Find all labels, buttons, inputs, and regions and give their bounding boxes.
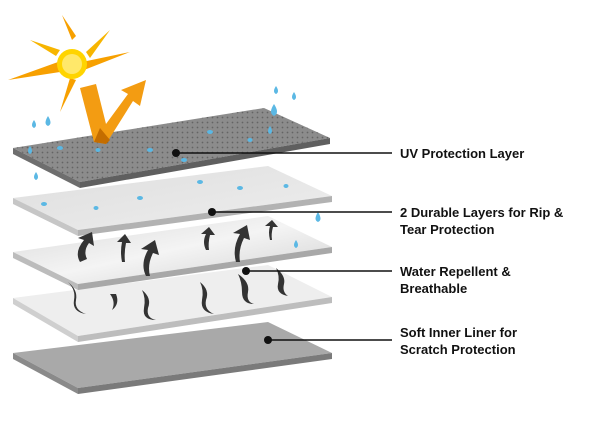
liner-label-line2: Scratch Protection — [400, 342, 516, 357]
leader-dot-water — [242, 267, 250, 275]
water-drop-icon — [137, 196, 143, 200]
water-drop-icon — [247, 138, 253, 142]
durable-label-line1: 2 Durable Layers for Rip & — [400, 205, 564, 220]
vapor-arrow-icon — [201, 227, 215, 250]
water-drop-icon — [315, 212, 321, 222]
water-drop-icon — [197, 180, 203, 184]
liner-label-line1: Soft Inner Liner for — [400, 325, 517, 340]
water-drop-icon — [34, 172, 38, 180]
water-drop-icon — [237, 186, 243, 190]
water-repellent-layer — [13, 216, 332, 290]
leader-dot-liner — [264, 336, 272, 344]
vapor-arrows — [68, 220, 288, 320]
vapor-arrow-icon — [238, 274, 254, 304]
water-drop-icon — [292, 92, 296, 100]
water-drop-icon — [207, 130, 213, 134]
reflect-arrow-icon — [80, 80, 146, 144]
vapor-arrow-icon — [77, 232, 94, 262]
water-drops — [28, 86, 321, 248]
water-drop-icon — [274, 86, 278, 94]
durable-layers-label: 2 Durable Layers for Rip & Tear Protecti… — [400, 204, 563, 238]
water-drop-icon — [41, 202, 47, 206]
water-drop-icon — [271, 104, 277, 116]
leader-lines — [172, 149, 392, 344]
vapor-arrow-icon — [141, 240, 159, 276]
water-label-line1: Water Repellent & — [400, 264, 511, 279]
upper-liner-layer — [13, 265, 332, 342]
vapor-arrow-icon — [265, 220, 278, 240]
sun-icon — [8, 15, 130, 112]
durable-label-line2: Tear Protection — [400, 222, 495, 237]
water-drop-icon — [147, 148, 153, 152]
water-repellent-label: Water Repellent & Breathable — [400, 263, 511, 297]
vapor-arrow-icon — [142, 290, 156, 320]
vapor-arrow-icon — [276, 268, 288, 296]
vapor-arrow-icon — [117, 234, 131, 262]
water-drop-icon — [28, 146, 32, 154]
water-label-line2: Breathable — [400, 281, 468, 296]
vapor-arrow-icon — [110, 294, 118, 310]
uv-label-line1: UV Protection Layer — [400, 146, 525, 161]
water-drop-icon — [32, 120, 36, 128]
water-drop-icon — [268, 126, 272, 134]
vapor-arrow-icon — [200, 282, 214, 314]
water-drop-icon — [95, 148, 101, 152]
water-drop-icon — [57, 146, 63, 150]
durable-layer — [13, 166, 332, 236]
inner-liner-label: Soft Inner Liner for Scratch Protection — [400, 324, 517, 358]
uv-protection-label: UV Protection Layer — [400, 145, 524, 162]
water-drop-icon — [93, 206, 99, 210]
leader-dot-uv — [172, 149, 180, 157]
vapor-arrow-icon — [233, 225, 250, 262]
water-drop-icon — [45, 116, 51, 126]
water-drop-icon — [283, 184, 289, 188]
water-drop-icon — [294, 240, 298, 248]
inner-liner-layer — [13, 322, 332, 394]
leader-dot-durable — [208, 208, 216, 216]
water-drop-icon — [181, 158, 187, 162]
uv-protection-layer — [13, 108, 330, 188]
